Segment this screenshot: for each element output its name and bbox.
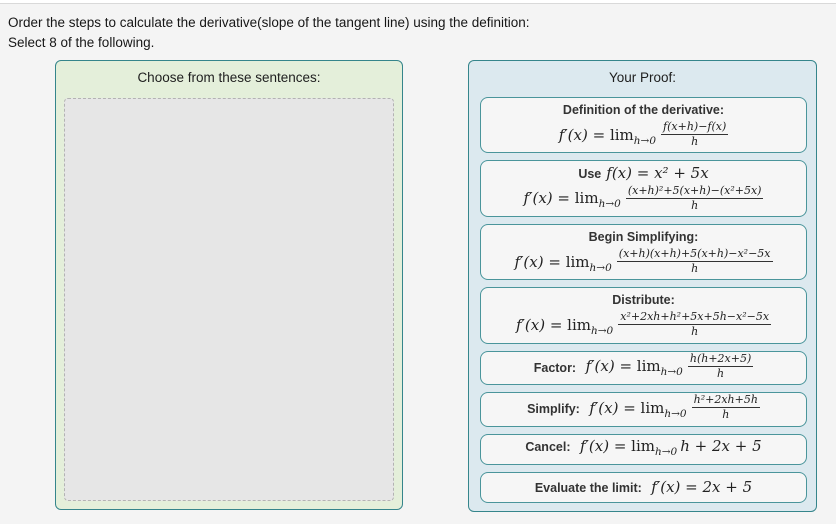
numerator: h(h+2x+5)	[687, 352, 754, 367]
math-lhs: f′(x) =	[514, 252, 566, 271]
step-label-line: Distribute:	[487, 290, 800, 310]
denominator: h	[691, 135, 699, 149]
step-label-math: f(x) = x² + 5x	[606, 163, 709, 182]
step-label: Cancel:	[525, 439, 571, 454]
formula-line: f′(x) = limh→0 (x+h)²+5(x+h)−(x²+5x)h	[487, 184, 800, 213]
math-lhs: f′(x) =	[579, 436, 632, 455]
step-label: Definition of the derivative:	[562, 103, 725, 118]
numerator: (x+h)(x+h)+5(x+h)−x²−5x	[616, 247, 773, 263]
numerator: (x+h)²+5(x+h)−(x²+5x)	[625, 184, 764, 199]
numerator: f(x+h)−f(x)	[661, 121, 729, 136]
math-lhs: f′(x) = 2x + 5	[651, 477, 753, 496]
proof-step-card[interactable]: Distribute: f′(x) = limh→0 x²+2xh+h²+5x+5…	[480, 287, 807, 344]
denominator: h	[691, 262, 699, 276]
choose-panel: Choose from these sentences:	[55, 60, 403, 510]
denominator: h	[717, 366, 725, 380]
step-label-line: Begin Simplifying:	[487, 227, 800, 247]
limit-subscript: h→0	[664, 408, 687, 421]
step-label: Begin Simplifying:	[588, 229, 699, 244]
math-rhs: h + 2x + 5	[680, 436, 762, 455]
denominator: h	[722, 408, 730, 422]
math-formula: f′(x) = limh→0 f(x+h)−f(x)h	[558, 121, 729, 148]
lim-operator: lim	[636, 357, 661, 376]
instructions: Order the steps to calculate the derivat…	[8, 13, 530, 53]
numerator: x²+2xh+h²+5x+5h−x²−5x	[618, 311, 772, 326]
limit-subscript: h→0	[591, 325, 614, 338]
step-label: Simplify:	[527, 402, 580, 417]
lim-operator: lim	[574, 189, 599, 208]
step-label-line: Definition of the derivative:	[487, 100, 800, 120]
lim-operator: lim	[609, 125, 634, 144]
numerator: h²+2xh+5h	[691, 394, 760, 409]
proof-card-list: Definition of the derivative: f′(x) = li…	[480, 97, 807, 504]
step-label-line: Evaluate the limit: f′(x) = 2x + 5	[487, 478, 800, 498]
math-lhs: f′(x) =	[585, 357, 637, 376]
proof-step-card[interactable]: Evaluate the limit: f′(x) = 2x + 5	[480, 472, 807, 504]
formula-line: f′(x) = limh→0 f(x+h)−f(x)h	[487, 121, 800, 149]
proof-step-card[interactable]: Definition of the derivative: f′(x) = li…	[480, 97, 807, 154]
step-label: Distribute:	[612, 293, 675, 308]
fraction: h(h+2x+5)h	[687, 352, 754, 380]
step-label: Evaluate the limit:	[534, 480, 642, 495]
limit-subscript: h→0	[598, 198, 621, 211]
instructions-line2: Select 8 of the following.	[8, 35, 155, 50]
denominator: h	[691, 198, 699, 212]
lim-operator: lim	[567, 316, 591, 335]
math-formula: f′(x) = limh→0 (x+h)²+5(x+h)−(x²+5x)h	[523, 184, 764, 211]
step-label-line: Use f(x) = x² + 5x	[487, 164, 800, 184]
instructions-line1: Order the steps to calculate the derivat…	[8, 15, 530, 30]
math-lhs: f′(x) =	[589, 399, 641, 418]
limit-subscript: h→0	[633, 134, 657, 147]
fraction: f(x+h)−f(x)h	[661, 121, 729, 149]
math-lhs: f′(x) =	[515, 316, 568, 335]
math-formula: f′(x) = limh→0 h(h+2x+5)h	[585, 352, 754, 379]
sentence-bank-dropzone[interactable]	[64, 98, 394, 501]
proof-step-card[interactable]: Factor: f′(x) = limh→0 h(h+2x+5)h	[480, 350, 807, 386]
proof-step-card[interactable]: Use f(x) = x² + 5x f′(x) = limh→0 (x+h)²+5…	[480, 160, 807, 217]
math-lhs: f′(x) =	[523, 189, 575, 208]
choose-panel-title: Choose from these sentences:	[137, 70, 321, 85]
step-label: Use	[578, 166, 602, 181]
lim-operator: lim	[631, 436, 655, 455]
step-label-line: Factor: f′(x) = limh→0 h(h+2x+5)h	[487, 352, 800, 383]
step-label: Factor:	[533, 360, 577, 375]
limit-subscript: h→0	[589, 261, 612, 274]
math-formula: f′(x) = 2x + 5	[651, 477, 753, 496]
limit-subscript: h→0	[660, 366, 683, 379]
denominator: h	[691, 325, 699, 339]
fraction: (x+h)²+5(x+h)−(x²+5x)h	[625, 184, 764, 212]
math-lhs: f′(x) =	[558, 125, 610, 144]
proof-panel-title: Your Proof:	[608, 70, 677, 85]
lim-operator: lim	[640, 399, 665, 418]
proof-step-card[interactable]: Begin Simplifying: f′(x) = limh→0 (x+h)(x…	[480, 223, 807, 281]
proof-panel: Your Proof: Definition of the derivative…	[468, 60, 817, 512]
lim-operator: lim	[565, 252, 590, 271]
limit-subscript: h→0	[655, 445, 678, 458]
top-divider	[0, 0, 836, 4]
